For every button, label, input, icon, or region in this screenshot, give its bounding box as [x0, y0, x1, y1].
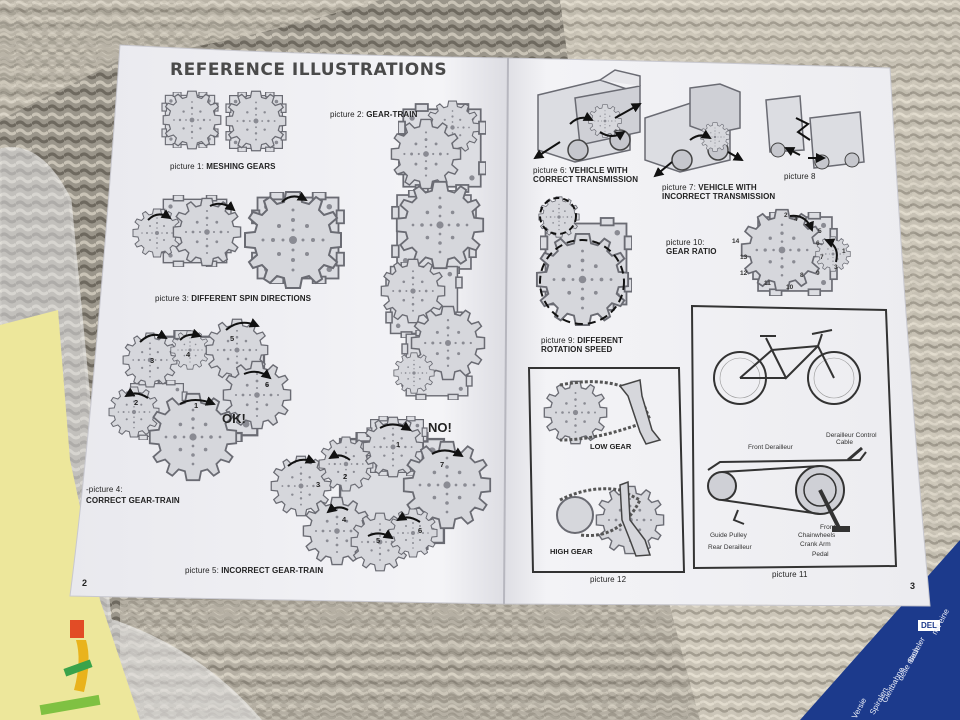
gear-ratio-number: 3 [834, 264, 838, 271]
picture10-illustration [740, 208, 851, 296]
picture3-illustration [132, 191, 345, 289]
gear-ratio-number: 12 [740, 270, 748, 277]
p4-gear-number: 1 [194, 401, 199, 410]
page-fold [503, 57, 509, 605]
bike-part-label: Rear Derailleur [708, 544, 752, 551]
picture4-caption: -picture 4:CORRECT GEAR-TRAIN [86, 485, 180, 505]
picture7-illustration [644, 83, 744, 178]
picture4-illustration [108, 318, 292, 482]
picture1-caption: picture 1: MESHING GEARS [170, 162, 276, 171]
gear-ratio-number: 10 [786, 284, 794, 291]
ok-label: OK! [222, 411, 246, 426]
right-page-number: 3 [910, 581, 916, 591]
picture6-illustration [533, 69, 642, 163]
bike-part-label: Crank Arm [800, 541, 831, 548]
bike-part-label: Pedal [812, 551, 829, 558]
gear-ratio-number: 7 [820, 254, 824, 261]
carpet-bottom [120, 600, 940, 720]
p5-gear-number: 6 [418, 526, 423, 535]
p4-gear-number: 3 [150, 356, 155, 365]
gear-ratio-number: 4 [794, 216, 798, 223]
p5-gear-number: 4 [342, 515, 347, 524]
bike-part-label: Guide Pulley [710, 532, 747, 539]
left-page-number: 2 [82, 578, 88, 588]
picture5-illustration [270, 416, 492, 572]
picture11-frame [690, 304, 898, 570]
p4-gear-number: 2 [134, 398, 139, 407]
gear-ratio-number: 6 [816, 240, 820, 247]
booklet-badge: DEL [918, 620, 940, 631]
p5-gear-number: 1 [396, 440, 401, 449]
gear-ratio-number: 11 [764, 280, 771, 287]
p5-gear-number: 2 [343, 472, 348, 481]
yellow-note [0, 310, 140, 720]
picture10-caption: picture 10:GEAR RATIO [666, 238, 717, 256]
picture2-caption: picture 2: GEAR-TRAIN [330, 110, 418, 119]
picture9-illustration [535, 196, 632, 327]
picture5-caption: picture 5: INCORRECT GEAR-TRAIN [185, 566, 324, 575]
bike-part-label: Front [820, 524, 836, 531]
gear-ratio-number: 9 [816, 270, 820, 277]
bike-part-label: Derailleur Control [826, 432, 877, 439]
gear-ratio-number: 8 [800, 272, 804, 279]
page-title: REFERENCE ILLUSTRATIONS [170, 60, 448, 80]
gear-ratio-number: 14 [732, 238, 740, 245]
picture12-frame [527, 367, 686, 573]
bike-part-label: Cable [836, 439, 853, 446]
p4-gear-number: 5 [230, 334, 235, 343]
bike-part-label: Front Derailleur [748, 444, 793, 451]
picture3-caption: picture 3: DIFFERENT SPIN DIRECTIONS [155, 294, 312, 303]
gear-ratio-number: 1 [842, 248, 846, 255]
picture12-caption: picture 12 [590, 575, 627, 584]
p5-gear-number: 3 [316, 480, 321, 489]
toy-pieces [39, 620, 101, 716]
gear-ratio-number: 2 [784, 212, 788, 219]
p4-gear-number: 4 [186, 350, 191, 359]
gear-ratio-number: 13 [740, 254, 748, 261]
p5-gear-number: 5 [376, 536, 381, 545]
picture8-illustration [765, 95, 865, 170]
no-label: NO! [428, 420, 452, 435]
carpet-light-band-left [0, 0, 380, 120]
bike-part-label: Chainwheels [798, 532, 836, 539]
picture8-caption: picture 8 [784, 172, 816, 181]
picture11-caption: picture 11 [772, 570, 808, 579]
p5-gear-number: 7 [440, 460, 445, 469]
gear-ratio-number: 5 [818, 228, 822, 235]
p4-gear-number: 6 [265, 380, 270, 389]
high-gear-label: HIGH GEAR [550, 547, 593, 556]
low-gear-label: LOW GEAR [590, 442, 632, 451]
